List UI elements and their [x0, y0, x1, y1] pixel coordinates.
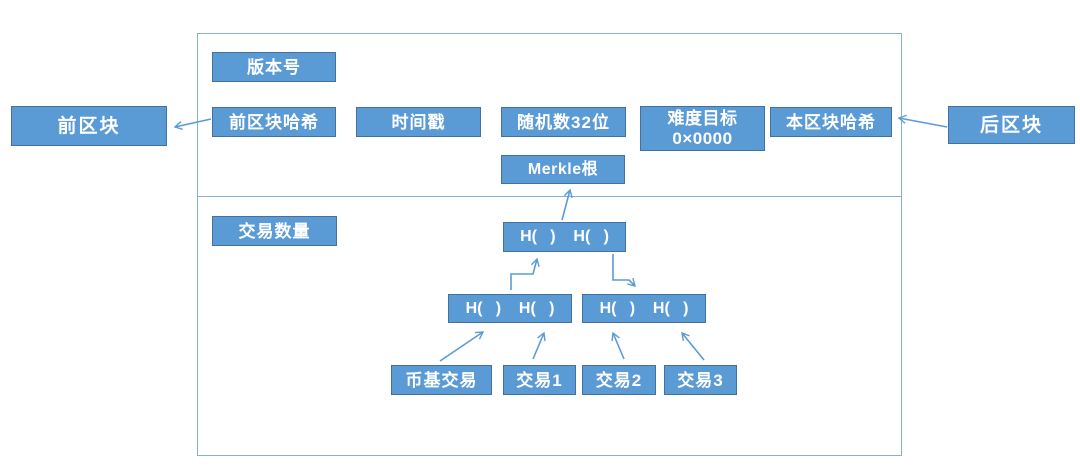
arrow-coinbase-to-hashleft — [439, 331, 485, 362]
arrow-nextblock-to-thishash — [897, 114, 948, 128]
arrow-tx3-to-hashright — [681, 331, 705, 361]
header-body-divider — [198, 196, 901, 197]
previous-block-box: 前区块 — [11, 106, 167, 146]
version-box: 版本号 — [212, 52, 336, 82]
transaction-3-box: 交易3 — [664, 365, 737, 395]
hash-pair-root-box: H( ) H( ) — [503, 222, 626, 252]
difficulty-target-box: 难度目标 0×0000 — [640, 106, 765, 151]
transaction-count-box: 交易数量 — [212, 216, 337, 246]
arrow-hashroot-to-hashright — [612, 254, 636, 287]
arrow-hashroot-to-merkleroot — [561, 188, 573, 221]
block-container — [197, 33, 902, 456]
arrow-prevhash-to-prevblock — [173, 118, 212, 131]
transaction-2-box: 交易2 — [582, 365, 656, 395]
difficulty-target-value: 0×0000 — [672, 128, 733, 148]
difficulty-target-label: 难度目标 — [667, 108, 738, 128]
merkle-root-box: Merkle根 — [501, 155, 625, 184]
arrow-tx1-to-hashleft — [532, 331, 546, 360]
arrow-hashleft-to-hashroot — [510, 257, 540, 290]
hash-pair-right-box: H( ) H( ) — [582, 294, 706, 323]
transaction-1-box: 交易1 — [503, 365, 576, 395]
arrow-tx2-to-hashright — [611, 331, 625, 360]
nonce-box: 随机数32位 — [501, 107, 626, 137]
previous-block-hash-box: 前区块哈希 — [212, 107, 336, 137]
coinbase-transaction-box: 币基交易 — [391, 365, 492, 395]
timestamp-box: 时间戳 — [356, 107, 481, 137]
next-block-box: 后区块 — [948, 106, 1075, 144]
hash-pair-left-box: H( ) H( ) — [448, 294, 572, 323]
this-block-hash-box: 本区块哈希 — [770, 107, 892, 137]
